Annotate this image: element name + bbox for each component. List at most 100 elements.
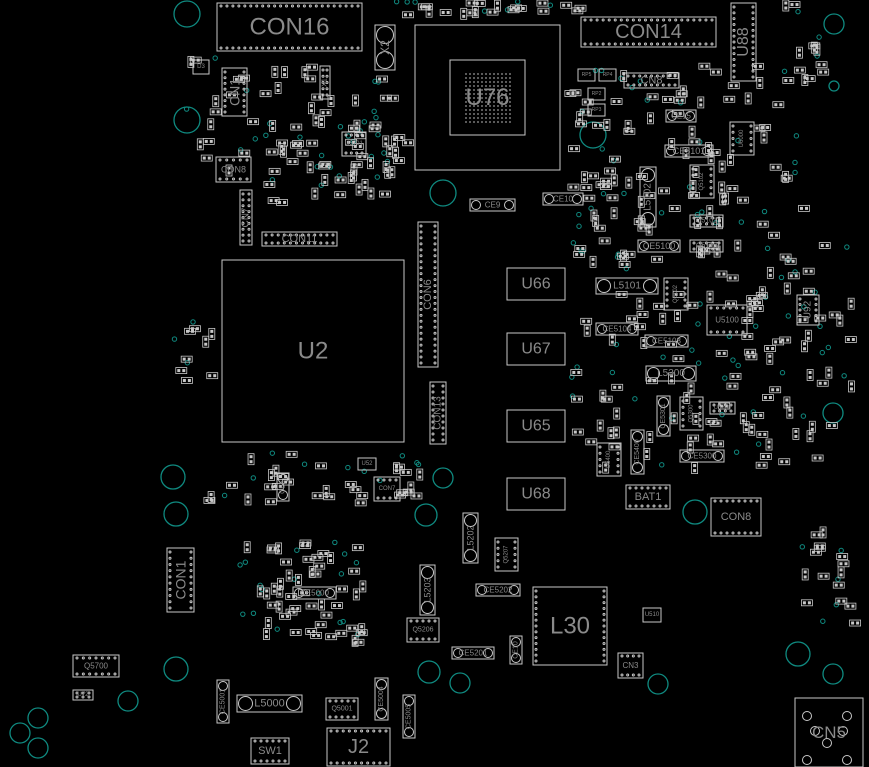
via xyxy=(623,265,630,272)
component-ce5202[interactable]: CE5202 xyxy=(475,583,521,597)
smd-pad xyxy=(595,181,608,189)
component-rp5[interactable]: RP5 xyxy=(577,68,596,82)
component-rp4[interactable]: RP4 xyxy=(598,68,617,82)
component-con6[interactable]: CON6 xyxy=(417,221,439,368)
smd-pad xyxy=(203,497,216,504)
component-u68[interactable]: U68 xyxy=(506,477,566,511)
component-bat1[interactable]: BAT1 xyxy=(625,484,671,510)
component-l5203[interactable]: L5203 xyxy=(419,564,436,616)
smd-pad xyxy=(835,597,848,605)
component-ce5103[interactable]: CE5103 xyxy=(644,334,689,348)
component-u67[interactable]: U67 xyxy=(506,332,566,366)
component-q5207[interactable]: Q5207 xyxy=(494,537,519,572)
component-ce5005[interactable]: CE5005 xyxy=(402,694,416,739)
component-q5101[interactable]: Q5101 xyxy=(689,214,724,228)
component-ce5400[interactable]: CE5400 xyxy=(630,429,645,475)
component-j2[interactable]: J2 xyxy=(326,727,391,767)
component-con13[interactable]: CON13 xyxy=(429,381,447,445)
component-q5103[interactable]: Q5103 xyxy=(689,239,724,253)
component-con14[interactable]: CON14 xyxy=(580,16,717,48)
component-con16[interactable]: CON16 xyxy=(216,2,363,52)
component-label: Q5206 xyxy=(412,627,433,634)
component-u66[interactable]: U66 xyxy=(506,267,566,301)
smd-pad xyxy=(745,353,758,361)
component-q5102[interactable]: Q5102 xyxy=(663,277,689,311)
smd-pad xyxy=(736,196,749,204)
component-u5300[interactable]: U5300 xyxy=(709,401,736,415)
component-ce9[interactable]: CE9 xyxy=(469,198,516,212)
component-l30[interactable]: L30 xyxy=(532,586,608,666)
component-u65[interactable]: U65 xyxy=(506,409,566,443)
component-ce10[interactable]: CE10 xyxy=(509,635,523,665)
component-ce5101[interactable]: CE5101 xyxy=(664,144,714,158)
component-u76[interactable]: U76 xyxy=(414,24,561,171)
component-l5000[interactable]: L5000 xyxy=(236,694,303,713)
smd-pad xyxy=(314,621,327,629)
component-ce10[interactable]: CE10 xyxy=(542,192,584,206)
component-cn3[interactable]: CN3 xyxy=(617,652,644,679)
component-q5206[interactable]: Q5206 xyxy=(406,617,440,643)
smd-pad xyxy=(352,588,360,601)
component-u88[interactable]: U88 xyxy=(730,2,757,82)
component-rp2[interactable]: RP2 xyxy=(587,87,606,101)
component-q5700[interactable]: Q5700 xyxy=(72,654,120,678)
smd-pad xyxy=(646,431,654,443)
component-u2[interactable]: U2 xyxy=(221,259,405,443)
component-l5202[interactable]: L5202 xyxy=(462,512,479,564)
component-ce5004[interactable]: CE5004 xyxy=(374,677,389,721)
component-u92[interactable]: U92 xyxy=(796,294,820,326)
component-l5101[interactable]: L5101 xyxy=(595,277,659,295)
smd-pad xyxy=(225,164,233,177)
component-u6000[interactable]: U6000 xyxy=(729,121,755,156)
smd-pad xyxy=(837,560,850,568)
component-rp3[interactable]: RP3 xyxy=(587,103,606,117)
smd-pad xyxy=(811,454,824,462)
component-con8[interactable]: CON8 xyxy=(710,497,762,537)
component-con11[interactable]: CON11 xyxy=(261,231,338,247)
component-cn1[interactable]: CN1 xyxy=(221,67,248,117)
component-x1[interactable]: X1 xyxy=(319,65,331,100)
component-ce5301[interactable]: CE5301 xyxy=(656,395,671,437)
component-ce5300[interactable]: CE5300 xyxy=(679,449,725,463)
component-l5300[interactable]: L5300 xyxy=(645,365,697,382)
component-u72[interactable]: U72 xyxy=(72,689,94,701)
component-cn7[interactable]: CN7 xyxy=(239,189,253,246)
component-cn5[interactable]: CN5 xyxy=(794,697,864,767)
smd-pad xyxy=(536,0,549,7)
component-l5102[interactable]: L5102 xyxy=(639,166,657,228)
component-d3[interactable]: D3 xyxy=(192,59,210,75)
component-ce5100[interactable]: CE5100 xyxy=(637,239,681,253)
component-label: RP3 xyxy=(592,107,602,113)
smd-pad xyxy=(271,482,284,490)
via xyxy=(825,344,832,351)
component-u52[interactable]: U52 xyxy=(357,457,377,471)
component-u510[interactable]: U510 xyxy=(642,607,662,623)
smd-pad xyxy=(636,311,649,318)
component-cn8[interactable]: CN8 xyxy=(623,72,680,89)
component-ce5201[interactable]: CE5201 xyxy=(451,646,495,660)
component-u5701[interactable]: U5701 xyxy=(341,131,367,157)
component-ce15[interactable]: CE15 xyxy=(665,109,697,123)
smd-pad xyxy=(819,526,827,539)
component-q5300[interactable]: Q5300 xyxy=(679,396,704,431)
component-ce5001[interactable]: CE5001 xyxy=(216,679,230,724)
component-ce5104[interactable]: CE5104 xyxy=(595,322,639,336)
smd-pad xyxy=(801,340,808,353)
smd-pad xyxy=(196,138,204,151)
component-x2[interactable]: X2 xyxy=(374,24,396,71)
component-q5102[interactable]: Q5102 xyxy=(689,164,715,199)
smd-pad xyxy=(748,423,756,436)
component-con8[interactable]: CON8 xyxy=(215,156,252,183)
component-label: CE5101 xyxy=(673,146,706,156)
component-u5400[interactable]: U5400 xyxy=(596,442,622,477)
component-con7[interactable]: CON7 xyxy=(373,476,401,502)
via xyxy=(613,341,620,348)
component-q5001[interactable]: Q5001 xyxy=(325,697,359,721)
component-label: Q5101 xyxy=(696,218,717,225)
component-con1[interactable]: CON1 xyxy=(166,547,195,613)
component-sw1[interactable]: SW1 xyxy=(250,737,290,765)
component-u5100[interactable]: U5100 xyxy=(706,304,748,336)
component-ce5000[interactable]: CE5000 xyxy=(292,586,337,600)
component-ce6[interactable]: CE6 xyxy=(276,472,290,502)
